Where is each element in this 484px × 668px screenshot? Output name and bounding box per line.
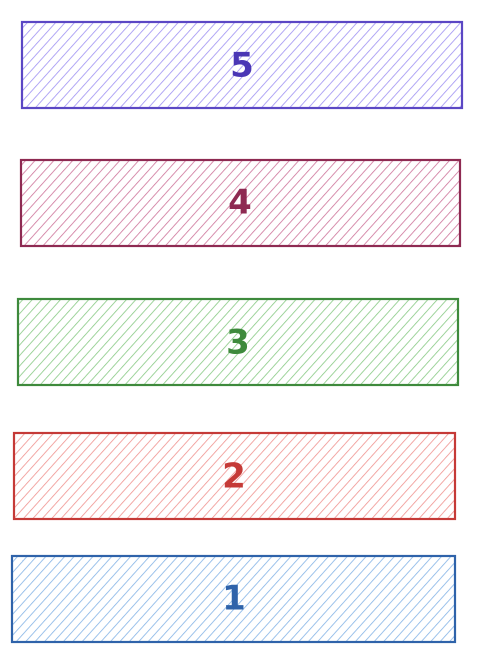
block-3: 3 [16,297,460,387]
block-2-label: 2 [222,457,246,497]
block-4-label: 4 [228,183,252,223]
block-5-fill [22,22,462,108]
block-5: 5 [20,20,464,110]
block-5-label: 5 [230,46,254,86]
block-1: 1 [10,554,457,644]
block-3-outline [16,297,460,387]
block-1-label: 1 [222,579,246,619]
block-3-label: 3 [226,323,250,363]
block-1-outline [10,554,457,644]
block-2: 2 [12,431,457,521]
block-1-fill [12,556,455,642]
block-3-fill [18,299,458,385]
block-4: 4 [19,158,462,248]
block-5-outline [20,20,464,110]
block-4-outline [19,158,462,248]
block-2-fill [14,433,455,519]
block-2-outline [12,431,457,521]
block-4-fill [21,160,460,246]
